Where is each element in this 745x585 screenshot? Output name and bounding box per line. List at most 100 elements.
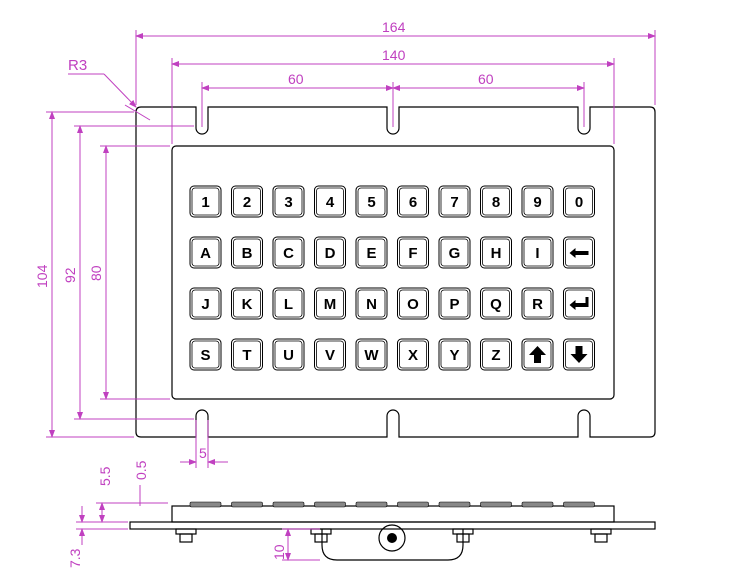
dim-width-outer: 164	[382, 19, 406, 35]
dim-side-top-gap: 0.5	[133, 460, 149, 480]
key-l: L	[272, 287, 305, 320]
key-x: X	[397, 338, 429, 371]
key-label: E	[366, 245, 376, 262]
key-0: 0	[563, 185, 595, 218]
key-label: U	[283, 347, 294, 364]
key-label: I	[535, 245, 539, 262]
key-n: N	[355, 287, 388, 320]
key-q: Q	[480, 287, 512, 320]
key-e: E	[355, 236, 388, 269]
key-g: G	[438, 236, 471, 269]
key-label: J	[201, 296, 209, 313]
key-label: P	[449, 296, 459, 313]
dim-spacing-right: 60	[478, 71, 494, 87]
dim-side-bottom: 10	[271, 544, 287, 560]
key-label: 5	[367, 194, 375, 211]
dim-side-key-height: 5.5	[97, 466, 113, 486]
dim-side-plate: 7.3	[67, 548, 83, 568]
key-k: K	[231, 287, 263, 320]
key-6: 6	[397, 185, 429, 218]
key-grid: 1 2 3 4 5 6 7 8 9 0A B C D E F G H I J K L M N O P Q R S T U V W X Y Z	[189, 185, 595, 371]
key-label: B	[242, 245, 253, 262]
key-a: A	[189, 236, 222, 269]
key-label: 6	[409, 194, 417, 211]
key-label: 3	[284, 194, 292, 211]
key-s: S	[189, 338, 222, 371]
key-label: Z	[491, 347, 500, 364]
key-m: M	[314, 287, 346, 320]
keypad-panel	[171, 145, 615, 400]
key-b: B	[231, 236, 263, 269]
key-z: Z	[480, 338, 512, 371]
key-label: Q	[490, 296, 502, 313]
key-d: D	[314, 236, 346, 269]
side-key-bump	[272, 501, 305, 508]
key-label: H	[491, 245, 502, 262]
key-label: M	[324, 296, 337, 313]
dim-spacing-left: 60	[288, 71, 304, 87]
side-key-bump	[314, 501, 346, 508]
key-label: O	[407, 296, 419, 313]
key-label: 0	[575, 194, 583, 211]
side-key-bump	[397, 501, 429, 508]
key-y: Y	[438, 338, 471, 371]
key-h: H	[480, 236, 512, 269]
key-label: S	[200, 347, 210, 364]
key-backspace-icon	[563, 236, 595, 269]
key-p: P	[438, 287, 471, 320]
key-label: C	[283, 245, 294, 262]
dim-height-mid: 92	[62, 267, 78, 283]
key-4: 4	[314, 185, 346, 218]
up-arrow-icon	[529, 346, 546, 363]
key-t: T	[231, 338, 263, 371]
key-label: G	[449, 245, 461, 262]
enter-icon	[569, 297, 589, 310]
key-j: J	[189, 287, 222, 320]
key-label: D	[325, 245, 336, 262]
key-w: W	[355, 338, 388, 371]
side-key-bump	[231, 501, 263, 508]
side-key-bump	[521, 501, 554, 508]
key-u: U	[272, 338, 305, 371]
dim-height-outer: 104	[34, 264, 50, 288]
key-label: L	[284, 296, 293, 313]
key-9: 9	[521, 185, 554, 218]
side-key-bump	[480, 501, 512, 508]
key-up-arrow-icon	[521, 338, 554, 371]
dim-corner-radius: R3	[68, 57, 87, 74]
side-key-bump	[563, 501, 595, 508]
dim-height-inner: 80	[88, 265, 104, 281]
side-view	[129, 501, 656, 561]
key-r: R	[521, 287, 554, 320]
key-down-arrow-icon	[563, 338, 595, 371]
key-label: R	[532, 296, 543, 313]
key-label: F	[408, 245, 417, 262]
side-key-bump	[355, 501, 388, 508]
key-label: 2	[243, 194, 251, 211]
key-7: 7	[438, 185, 471, 218]
dim-width-inner: 140	[382, 47, 406, 63]
key-o: O	[397, 287, 429, 320]
key-label: 4	[326, 194, 335, 211]
key-label: W	[364, 347, 379, 364]
key-label: 8	[492, 194, 500, 211]
key-label: Y	[449, 347, 459, 364]
key-c: C	[272, 236, 305, 269]
key-label: X	[408, 347, 418, 364]
key-label: 9	[533, 194, 541, 211]
key-label: A	[200, 245, 211, 262]
key-8: 8	[480, 185, 512, 218]
down-arrow-icon	[570, 346, 588, 363]
key-label: N	[366, 296, 377, 313]
key-label: V	[325, 347, 335, 364]
key-label: K	[242, 296, 253, 313]
key-1: 1	[189, 185, 222, 218]
dim-notch-width: 5	[199, 445, 207, 461]
side-key-bump	[189, 501, 222, 508]
key-f: F	[397, 236, 429, 269]
key-3: 3	[272, 185, 305, 218]
front-plate-outline	[135, 106, 656, 438]
side-key-bump	[438, 501, 471, 508]
key-5: 5	[355, 185, 388, 218]
key-label: 1	[201, 194, 209, 211]
